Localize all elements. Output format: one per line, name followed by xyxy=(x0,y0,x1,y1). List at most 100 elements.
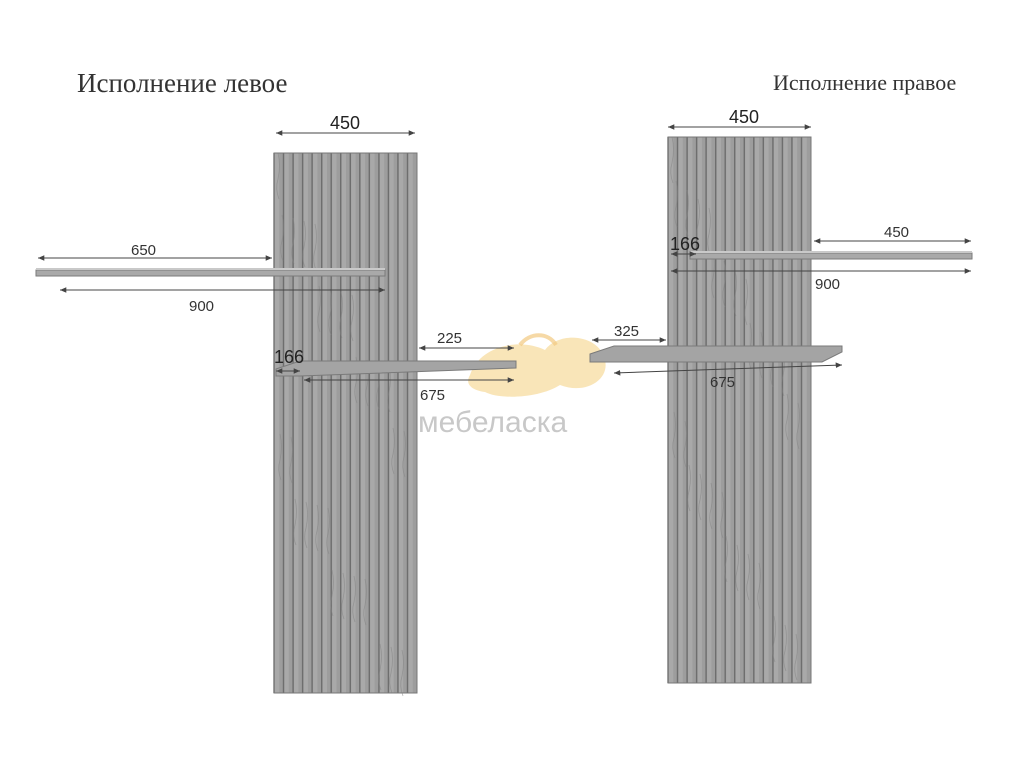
panel-right-wood-grain xyxy=(722,260,726,308)
panel-right-wood-grain xyxy=(687,464,691,512)
panel-left-slat-highlight xyxy=(322,153,327,693)
panel-right-slat-highlight xyxy=(678,137,683,683)
panel-left-slat-highlight xyxy=(398,153,404,693)
panel-right-body xyxy=(668,137,811,683)
panel-left-wood-grain xyxy=(378,643,382,691)
panel-left-wood-grain xyxy=(402,430,406,478)
panel-right-wood-grain xyxy=(674,180,678,228)
dim-left-top-shelf-left: 650 xyxy=(131,242,156,259)
dim-left-lower-depth: 166 xyxy=(274,347,304,367)
panel-right-wood-grain xyxy=(696,198,700,246)
panel-left-wood-grain xyxy=(387,365,391,413)
panel-right-slat-highlight xyxy=(764,137,769,683)
dim-left-top-shelf-total: 900 xyxy=(189,298,214,315)
panel-left-slat-highlight xyxy=(332,153,337,693)
panel-right-wood-grain xyxy=(720,491,724,539)
panel-left-slat-highlight xyxy=(379,153,385,693)
panel-left-wood-grain xyxy=(363,578,367,626)
panel-right-slats xyxy=(667,136,807,683)
panel-left-wood-grain xyxy=(317,285,321,333)
panel-right-wood-grain xyxy=(672,411,676,459)
panel-left-wood-grain xyxy=(313,223,317,271)
panel-right-wood-grain xyxy=(735,544,739,592)
panel-left-wood-grain xyxy=(278,433,282,481)
panel-left-slat-highlight xyxy=(341,153,346,693)
panel-right-wood-grain xyxy=(783,624,787,672)
panel-left-wood-grain xyxy=(302,220,306,268)
panel-left-slat-highlight xyxy=(389,153,394,693)
panel-right-wood-grain xyxy=(796,402,800,450)
panel-left-slat-highlight xyxy=(351,153,356,693)
dim-left-panel-width: 450 xyxy=(330,113,360,133)
panel-left-wood-grain xyxy=(352,575,356,623)
dim-left-lower-total: 675 xyxy=(420,387,445,404)
panel-left-wood-grain xyxy=(341,572,345,620)
panel-right-slat-highlight xyxy=(726,137,731,683)
panel-left-body xyxy=(274,153,417,693)
panel-left-wood-grain xyxy=(326,507,330,555)
panel-left-slats xyxy=(273,152,413,697)
watermark-text: мебеласка xyxy=(418,406,567,439)
panel-left-wood-grain xyxy=(389,646,393,694)
panel-right-slat-highlight xyxy=(754,137,760,683)
panel-right-wood-grain xyxy=(733,269,737,317)
panel-left-wood-grain xyxy=(293,498,297,546)
panel-right-wood-grain xyxy=(698,473,702,521)
panel-left-wood-grain xyxy=(391,427,395,475)
dim-right-top-shelf-right: 450 xyxy=(884,224,909,241)
panel-right-wood-grain xyxy=(683,420,687,468)
shelf-right-top xyxy=(689,251,973,260)
panel-right-slat-highlight xyxy=(735,137,740,683)
panel-left-wood-grain xyxy=(328,288,332,336)
panel-left-wood-grain xyxy=(289,436,293,484)
panel-right-wood-grain xyxy=(757,562,761,610)
title-left-version: Исполнение левое xyxy=(77,68,288,98)
panel-right-wood-grain xyxy=(709,482,713,530)
dim-line-right-lower-total xyxy=(613,362,843,376)
panel-right-slat-highlight xyxy=(773,137,779,683)
panel-left-wood-grain xyxy=(400,649,404,697)
dim-right-lower-total: 675 xyxy=(710,374,735,391)
panel-left-wood-grain xyxy=(350,294,354,342)
panel-right-slat-highlight xyxy=(745,137,750,683)
dim-right-top-depth: 166 xyxy=(670,234,700,254)
panel-left-slat-highlight xyxy=(275,153,280,693)
panel-left-slat-highlight xyxy=(294,153,299,693)
panel-right-slat-highlight xyxy=(716,137,721,683)
panel-right-slat-highlight xyxy=(707,137,712,683)
panel-left-wood-grain xyxy=(330,569,334,617)
panel-left-slat-highlight xyxy=(408,153,413,693)
panel-left-wood-grain xyxy=(276,152,280,200)
panel-left-wood-grain xyxy=(304,501,308,549)
panel-right-wood-grain xyxy=(746,553,750,601)
panel-left-wood-grain xyxy=(291,217,295,265)
panel-left-slat-highlight xyxy=(360,153,366,693)
panel-left-wood-grain xyxy=(315,504,319,552)
panel-right-slat-highlight xyxy=(688,137,693,683)
shelf-left-lower xyxy=(275,360,517,377)
dim-right-lower-overhang: 325 xyxy=(614,323,639,340)
shelf-left-top xyxy=(35,268,386,277)
panel-left-slat-highlight xyxy=(370,153,375,693)
panel-right-wood-grain xyxy=(772,615,776,663)
panel-right-wood-grain xyxy=(724,535,728,583)
dim-left-lower-overhang: 225 xyxy=(437,330,462,347)
panel-left-wood-grain xyxy=(339,291,343,339)
panel-left-outline xyxy=(273,152,418,694)
panel-left-wood-grain xyxy=(280,214,284,262)
panel-left-slat-highlight xyxy=(284,153,289,693)
panel-right-slat-highlight xyxy=(697,137,702,683)
wall-panel-right xyxy=(667,136,812,684)
panel-left-slat-highlight xyxy=(303,153,308,693)
shelf-right-lower xyxy=(589,345,843,363)
dim-right-panel-width: 450 xyxy=(729,107,759,127)
panel-right-wood-grain xyxy=(744,278,748,326)
panel-right-wood-grain xyxy=(670,136,674,184)
panel-right-slat-highlight xyxy=(802,137,807,683)
panel-right-slat-highlight xyxy=(783,137,788,683)
panel-right-outline xyxy=(667,136,812,684)
wall-panel-left xyxy=(273,152,418,697)
panel-right-wood-grain xyxy=(794,633,798,681)
